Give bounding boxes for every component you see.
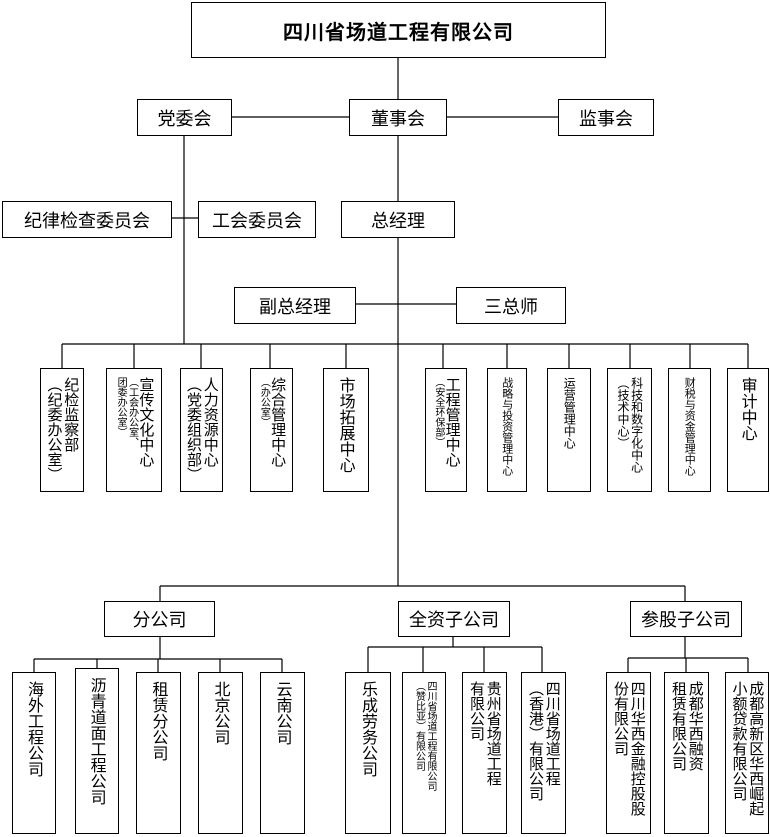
supervisory-board-box: 监事会 [558, 99, 654, 136]
branch-leasing: 租赁分公司 [136, 672, 181, 834]
affiliate-label-2: 份有限公司 [612, 681, 630, 756]
shareholding-group-label: 参股子公司 [641, 610, 731, 631]
subsidiary-label: 四川省场道工程有限公司 [425, 681, 436, 791]
branches-group-box: 分公司 [104, 601, 215, 637]
dept-operations-management: 运营管理中心 [547, 368, 591, 492]
dept-main-label: 运营管理中心 [562, 377, 577, 449]
dept-sub-label: （办公室） [258, 377, 270, 427]
dept-market-development: 市场拓展中心 [323, 368, 369, 492]
shareholding-group-box: 参股子公司 [630, 601, 742, 637]
union-committee-box: 工会委员会 [198, 201, 316, 238]
dept-sub-label: （安全环保部） [432, 377, 444, 447]
branch-overseas: 海外工程公司 [12, 672, 56, 834]
affiliate-huaxi-leasing: 成都华西融资 租赁有限公司 [664, 672, 709, 834]
subsidiary-label: 四川省场道工程 [543, 681, 562, 786]
general-manager-label: 总经理 [371, 210, 425, 232]
subsidiary-label: 贵州省场道工程 [484, 681, 503, 786]
dept-main-label: 战略与投资管理中心 [500, 377, 514, 476]
three-chiefs-box: 三总师 [456, 287, 566, 324]
subsidiary-label-2: 有限公司 [468, 681, 486, 741]
branch-label: 沥青道面工程公司 [87, 677, 107, 805]
subsidiary-label-2: （赞比亚）有限公司 [413, 681, 425, 771]
dept-main-label: 宣传文化中心 [137, 377, 156, 467]
union-committee-label: 工会委员会 [212, 210, 302, 232]
dept-sub-label: （纪委办公室） [45, 377, 64, 482]
discipline-committee-box: 纪律检查委员会 [2, 201, 172, 238]
dept-main-label: 审计中心 [738, 377, 758, 441]
branch-label: 云南公司 [273, 681, 293, 745]
subsidiary-label-2: （香港）有限公司 [527, 681, 545, 801]
general-manager-box: 总经理 [341, 201, 455, 238]
dept-main-label: 财税与资金管理中心 [683, 377, 697, 476]
dept-sub-label-2: 团委办公室） [115, 377, 127, 437]
dept-finance-tax: 财税与资金管理中心 [668, 368, 711, 492]
subsidiary-zambia: 四川省场道工程有限公司 （赞比亚）有限公司 [402, 672, 446, 834]
dept-human-resources: 人力资源中心 （党委组织部） [180, 368, 223, 492]
affiliate-huaxi-microloan: 成都高新区华西崛起 小额贷款有限公司 [725, 672, 769, 834]
dept-main-label: 纪检监察部 [62, 377, 81, 452]
branch-label: 北京公司 [211, 681, 231, 745]
wholly-owned-group-box: 全资子公司 [398, 601, 510, 637]
supervisory-board-label: 监事会 [579, 108, 633, 130]
dept-main-label: 科技和数字化中心 [629, 377, 644, 473]
deputy-gm-label: 副总经理 [259, 296, 331, 318]
dept-main-label: 人力资源中心 [201, 377, 220, 467]
subsidiary-hongkong: 四川省场道工程 （香港）有限公司 [521, 672, 566, 834]
affiliate-label-2: 租赁有限公司 [670, 681, 688, 771]
dept-engineering-management: 工程管理中心 （安全环保部） [425, 368, 467, 492]
board-box: 董事会 [349, 99, 447, 136]
party-committee-box: 党委会 [137, 99, 232, 136]
company-box: 四川省场道工程有限公司 [191, 2, 606, 58]
dept-strategy-investment: 战略与投资管理中心 [487, 368, 527, 492]
dept-main-label: 综合管理中心 [269, 377, 288, 467]
subsidiary-label: 乐成劳务公司 [359, 681, 378, 777]
dept-publicity-culture: 宣传文化中心 （工会办公室、 团委办公室） [106, 368, 162, 492]
affiliate-label: 四川华西金融控股股 [628, 681, 647, 816]
subsidiary-labor: 乐成劳务公司 [345, 672, 391, 834]
dept-main-label: 市场拓展中心 [336, 377, 356, 473]
dept-sub-label: （党委组织部） [185, 377, 203, 482]
dept-discipline-inspection: 纪检监察部 （纪委办公室） [40, 368, 84, 492]
dept-sub-label: （工会办公室、 [126, 377, 138, 447]
dept-audit: 审计中心 [727, 368, 769, 492]
affiliate-huaxi-financial: 四川华西金融控股股 份有限公司 [606, 672, 651, 834]
branches-group-label: 分公司 [132, 610, 187, 631]
affiliate-label: 成都华西融资 [686, 681, 705, 771]
company-name: 四川省场道工程有限公司 [283, 19, 514, 44]
branch-beijing: 北京公司 [198, 672, 243, 834]
dept-tech-digital: 科技和数字化中心 （技术中心） [607, 368, 652, 492]
party-committee-label: 党委会 [157, 108, 212, 130]
dept-main-label: 工程管理中心 [443, 377, 462, 467]
branch-yunnan: 云南公司 [260, 672, 305, 834]
affiliate-label-2: 小额贷款有限公司 [730, 681, 749, 801]
deputy-gm-box: 副总经理 [234, 287, 356, 324]
affiliate-label: 成都高新区华西崛起 [747, 681, 766, 816]
discipline-committee-label: 纪律检查委员会 [24, 210, 150, 232]
board-label: 董事会 [371, 108, 425, 130]
wholly-owned-group-label: 全资子公司 [409, 610, 499, 631]
three-chiefs-label: 三总师 [484, 296, 538, 318]
subsidiary-guizhou: 贵州省场道工程 有限公司 [462, 672, 507, 834]
branch-asphalt: 沥青道面工程公司 [75, 668, 119, 834]
branch-label: 租赁分公司 [149, 681, 169, 761]
dept-sub-label: （技术中心） [616, 377, 630, 449]
dept-general-management: 综合管理中心 （办公室） [250, 368, 293, 492]
branch-label: 海外工程公司 [25, 681, 44, 777]
